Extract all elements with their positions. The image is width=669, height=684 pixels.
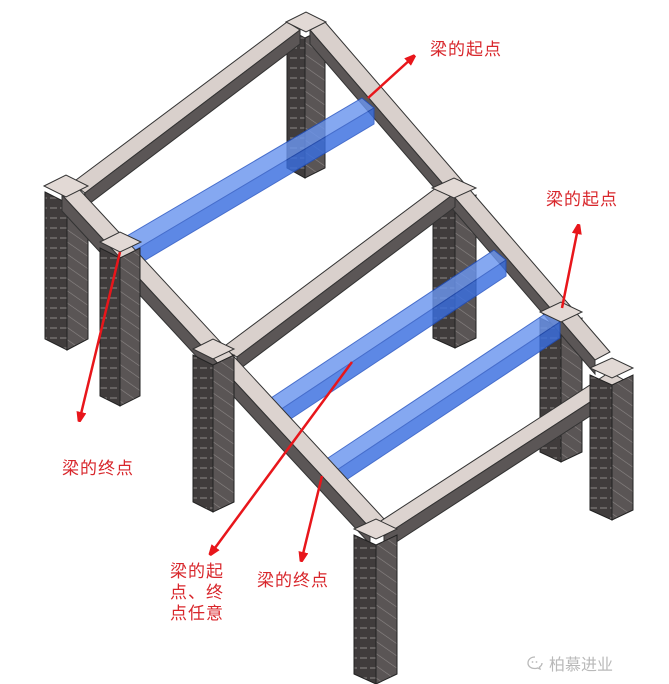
column-front-left bbox=[99, 247, 141, 407]
arrow-start-right bbox=[560, 228, 578, 309]
beam-front-right bbox=[369, 371, 625, 551]
label-end-left: 梁的终点 bbox=[62, 459, 134, 479]
column-front-right bbox=[589, 374, 634, 521]
arrow-end-bottom bbox=[302, 475, 324, 558]
wechat-icon bbox=[527, 656, 543, 670]
label-start-top: 梁的起点 bbox=[430, 40, 502, 60]
arrow-start-top bbox=[367, 58, 412, 99]
watermark: 柏慕进业 bbox=[527, 651, 613, 675]
watermark-text: 柏慕进业 bbox=[549, 655, 614, 674]
column-caps bbox=[42, 11, 635, 540]
label-any-order: 梁的起 点、终 点任意 bbox=[170, 562, 224, 624]
arrows bbox=[80, 58, 578, 558]
arrow-any-order bbox=[212, 361, 354, 552]
beam-middle bbox=[221, 184, 456, 373]
label-end-bottom: 梁的终点 bbox=[257, 571, 329, 591]
column-front-mid bbox=[192, 354, 235, 513]
arrow-end-left bbox=[80, 251, 122, 418]
column-front-corner bbox=[353, 534, 398, 684]
label-start-right: 梁的起点 bbox=[546, 190, 618, 210]
